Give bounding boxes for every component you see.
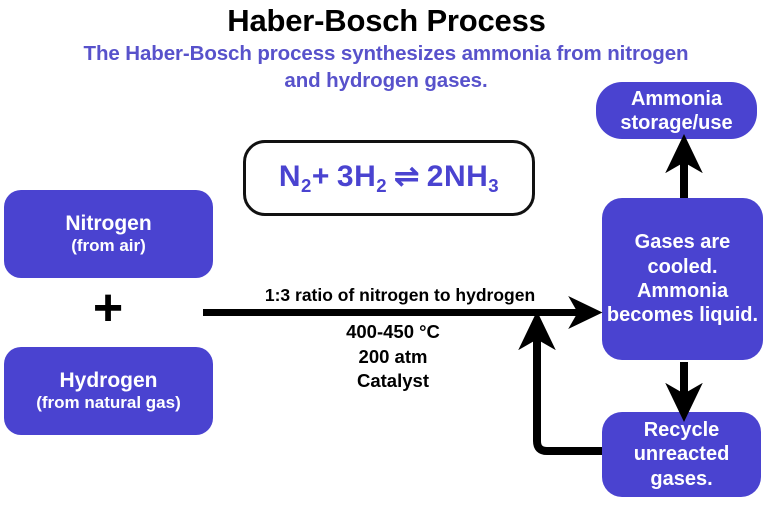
node-hydrogen-source: (from natural gas) xyxy=(36,393,181,413)
condition-catalyst: Catalyst xyxy=(357,370,429,392)
condition-pressure: 200 atm xyxy=(358,345,428,367)
chemical-equation-text: N2+3H2⇌2NH3 xyxy=(279,159,499,197)
page-subtitle: The Haber-Bosch process synthesizes ammo… xyxy=(83,42,689,93)
equation-two-nh: 2NH xyxy=(426,160,489,194)
node-ammonia-storage-label: Ammonia storage/use xyxy=(620,87,733,134)
plus-icon: + xyxy=(92,279,124,337)
node-nitrogen-title: Nitrogen xyxy=(65,211,152,235)
node-gas-cooling-label: Gases are cooled. Ammonia becomes liquid… xyxy=(606,231,759,327)
node-recycle-gases: Recycle unreacted gases. xyxy=(602,412,761,497)
label-reaction-conditions: 400-450 °C 200 atm Catalyst xyxy=(233,320,553,394)
page-title: Haber-Bosch Process xyxy=(227,3,546,38)
equation-plus: + xyxy=(311,160,330,194)
node-ammonia-storage: Ammonia storage/use xyxy=(596,82,757,139)
equation-n: N xyxy=(278,160,302,194)
equilibrium-arrow-icon: ⇌ xyxy=(394,160,420,194)
condition-temperature: 400-450 °C xyxy=(346,321,440,342)
chemical-equation-box: N2+3H2⇌2NH3 xyxy=(243,140,535,216)
equation-three-h: 3H xyxy=(336,160,377,194)
node-nitrogen: Nitrogen (from air) xyxy=(4,190,213,278)
node-hydrogen-title: Hydrogen xyxy=(59,368,158,392)
label-ratio: 1:3 ratio of nitrogen to hydrogen xyxy=(264,285,536,305)
node-hydrogen: Hydrogen (from natural gas) xyxy=(4,347,213,435)
equation-h-subscript: 2 xyxy=(376,174,388,196)
node-recycle-gases-label: Recycle unreacted gases. xyxy=(633,418,730,490)
equation-n-subscript: 2 xyxy=(301,174,312,196)
equation-nh-subscript: 3 xyxy=(488,174,500,196)
node-nitrogen-source: (from air) xyxy=(71,236,146,256)
node-gas-cooling: Gases are cooled. Ammonia becomes liquid… xyxy=(602,198,763,360)
